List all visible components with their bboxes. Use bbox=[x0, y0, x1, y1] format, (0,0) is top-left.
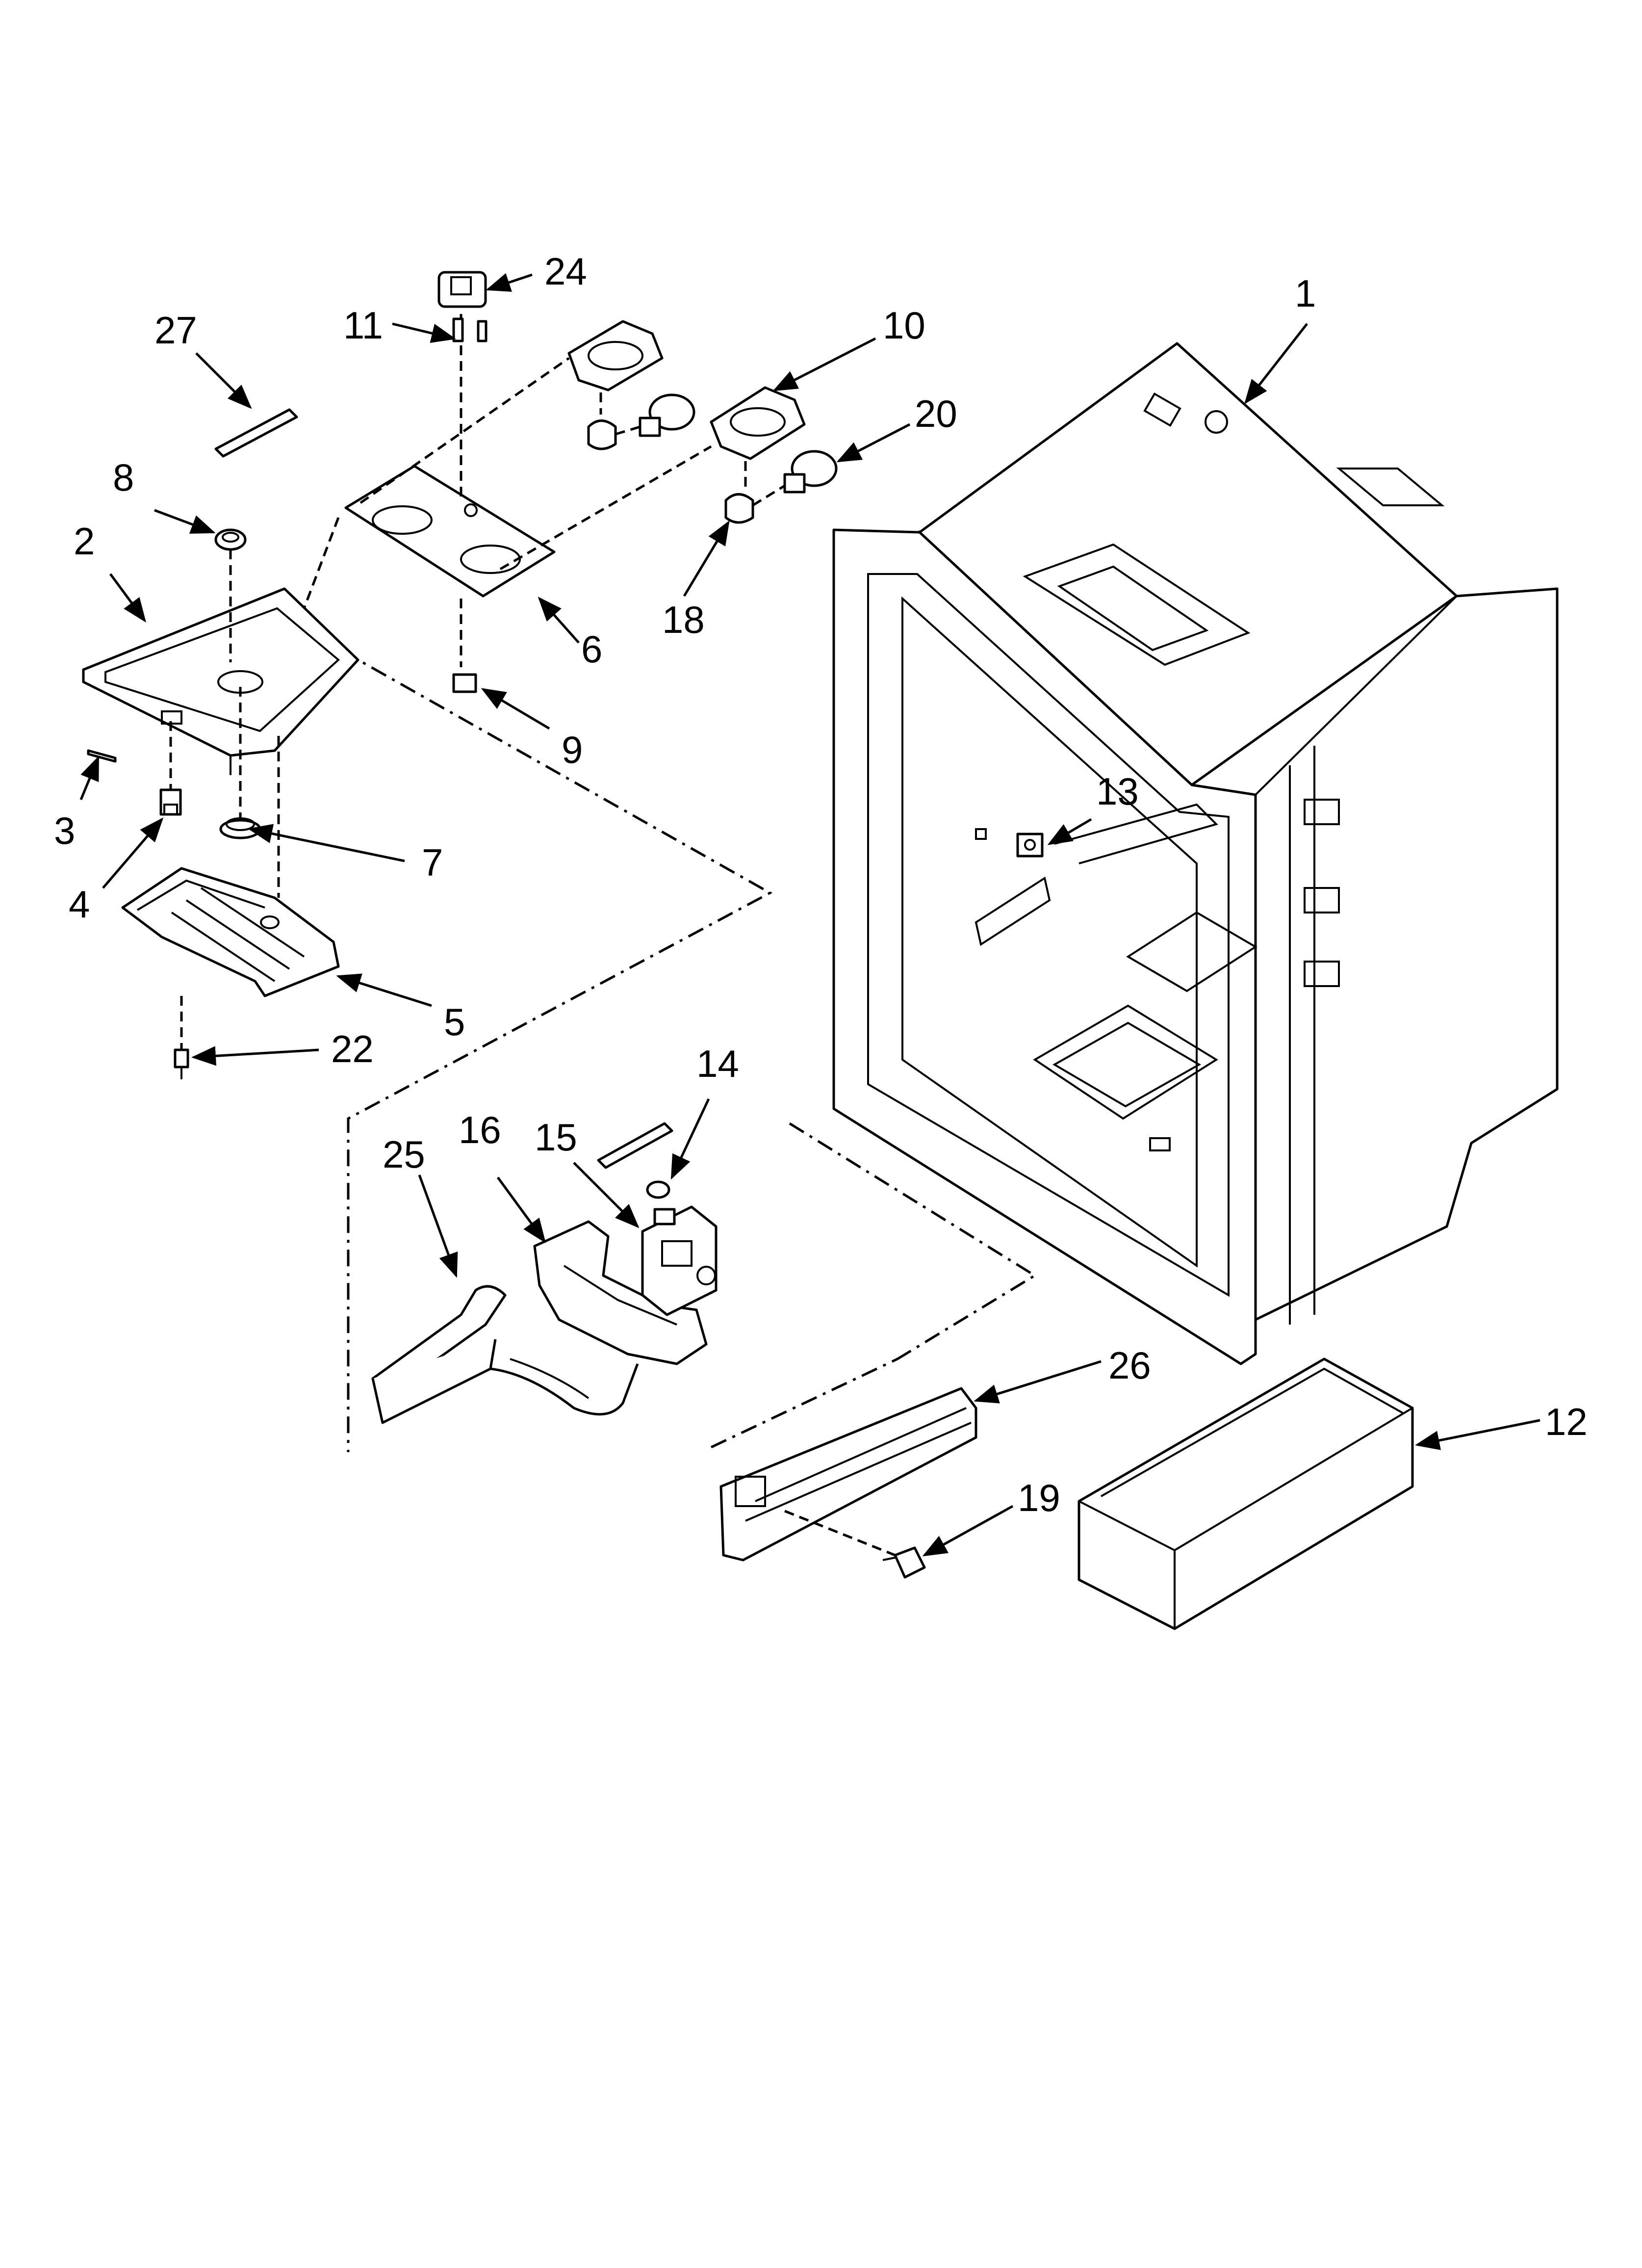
callout-18: 18 bbox=[662, 598, 705, 641]
callout-7: 7 bbox=[422, 841, 443, 884]
callout-4: 4 bbox=[69, 883, 90, 926]
part-14-nut bbox=[646, 1180, 670, 1199]
part-15-valve bbox=[641, 1205, 718, 1316]
part-27-strip bbox=[214, 408, 298, 458]
callout-10: 10 bbox=[883, 304, 925, 347]
part-20-bulb-right bbox=[783, 450, 838, 494]
callout-25: 25 bbox=[383, 1133, 425, 1176]
part-3-strip bbox=[87, 749, 117, 763]
part-24-motor bbox=[437, 271, 487, 308]
part-8-gear bbox=[214, 528, 247, 551]
part-10-lens-cover-right bbox=[710, 386, 806, 460]
part-13-socket bbox=[975, 828, 1044, 858]
part-6-bracket bbox=[344, 465, 556, 598]
part-16-chute bbox=[533, 1220, 708, 1365]
part-25-channel bbox=[371, 1285, 639, 1424]
part-22-screw bbox=[174, 996, 189, 1079]
callout-19: 19 bbox=[1018, 1476, 1060, 1519]
part-12-bin bbox=[1078, 1357, 1414, 1630]
part-liner-cabinet bbox=[832, 342, 1559, 1365]
callout-26: 26 bbox=[1108, 1344, 1151, 1387]
callout-20: 20 bbox=[915, 392, 957, 435]
callout-12: 12 bbox=[1545, 1400, 1588, 1443]
callout-15: 15 bbox=[535, 1116, 577, 1159]
part-4-switch bbox=[159, 788, 182, 816]
part-26-rail bbox=[719, 1387, 977, 1562]
part-5-cover bbox=[121, 867, 340, 997]
callout-11: 11 bbox=[343, 304, 383, 347]
callout-16: 16 bbox=[459, 1108, 501, 1151]
callout-2: 2 bbox=[74, 520, 95, 563]
callout-22: 22 bbox=[331, 1027, 374, 1070]
part-18-socket-right bbox=[724, 493, 754, 524]
part-19-screw bbox=[882, 1546, 926, 1579]
callout-14: 14 bbox=[696, 1042, 739, 1085]
part-14-strip bbox=[597, 1122, 673, 1169]
callout-27: 27 bbox=[154, 309, 197, 352]
callout-5: 5 bbox=[444, 1000, 465, 1043]
callout-8: 8 bbox=[113, 456, 134, 499]
callout-3: 3 bbox=[54, 809, 75, 852]
part-7-knob bbox=[219, 817, 261, 839]
part-10-lens-cover-left bbox=[567, 320, 664, 391]
callout-24: 24 bbox=[544, 250, 587, 293]
part-20-bulb-left bbox=[639, 393, 695, 437]
callout-9: 9 bbox=[562, 728, 583, 771]
callout-1: 1 bbox=[1295, 272, 1316, 315]
part-9-clip bbox=[452, 673, 477, 693]
part-2-control-housing bbox=[82, 587, 359, 775]
part-18-socket-left bbox=[587, 419, 617, 450]
callout-6: 6 bbox=[581, 627, 602, 671]
callout-leaders bbox=[79, 273, 1540, 1557]
part-11-screws bbox=[452, 317, 487, 342]
callout-13: 13 bbox=[1096, 770, 1139, 813]
